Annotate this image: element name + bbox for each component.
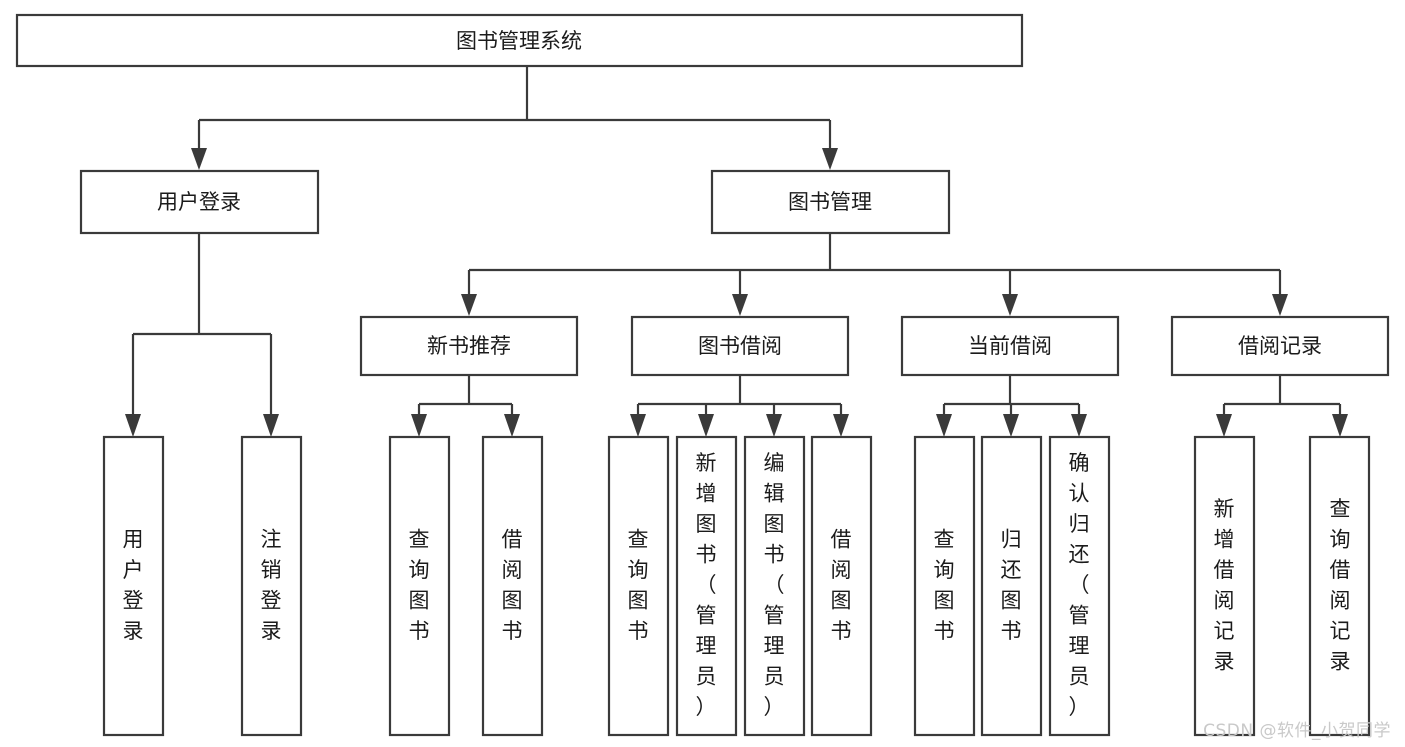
csdn-watermark: CSDN @软件_小贺同学 — [1203, 721, 1391, 741]
node-leaf-borrow-book-1-box[interactable] — [481, 435, 544, 737]
node-leaf-query-book-2[interactable]: 查询图书 — [607, 435, 670, 737]
node-leaf-return-book-label: 归还图书 — [1001, 527, 1022, 643]
arrow-head-leaf-query-book-1 — [411, 414, 427, 437]
node-current-borrow[interactable]: 当前借阅 — [900, 315, 1120, 377]
node-leaf-query-book-3[interactable]: 查询图书 — [913, 435, 976, 737]
node-leaf-return-book[interactable]: 归还图书 — [980, 435, 1043, 737]
node-leaf-borrow-book-2-box[interactable] — [810, 435, 873, 737]
arrow-head-new-book-rec — [461, 294, 477, 316]
arrow-head-leaf-user-login — [125, 414, 141, 437]
node-user-login-label: 用户登录 — [157, 190, 241, 214]
arrow-head-leaf-add-book — [698, 414, 714, 437]
arrow-head-leaf-logout-login — [263, 414, 279, 437]
node-current-borrow-label: 当前借阅 — [968, 334, 1052, 358]
node-new-book-rec-box[interactable] — [359, 315, 579, 377]
node-leaf-query-book-3-label: 查询图书 — [934, 527, 955, 643]
node-leaf-query-record-box[interactable] — [1308, 435, 1371, 737]
node-leaf-user-login[interactable]: 用户登录 — [102, 435, 165, 737]
node-leaf-query-book-3-box[interactable] — [913, 435, 976, 737]
arrow-head-leaf-edit-book — [766, 414, 782, 437]
connector-layer — [125, 66, 1348, 437]
node-leaf-add-book[interactable]: 新增图书（管理员） — [675, 435, 738, 737]
node-leaf-confirm-return[interactable]: 确认归还（管理员） — [1048, 435, 1111, 737]
node-leaf-confirm-return-box[interactable] — [1048, 435, 1111, 737]
node-leaf-add-record-label: 新增借阅记录 — [1214, 497, 1235, 674]
arrow-head-current-borrow — [1002, 294, 1018, 316]
node-book-borrow-box[interactable] — [630, 315, 850, 377]
node-book-borrow[interactable]: 图书借阅 — [630, 315, 850, 377]
arrow-head-book-manage — [822, 148, 838, 170]
node-new-book-rec-label: 新书推荐 — [427, 334, 511, 358]
node-user-login-box[interactable] — [79, 169, 320, 235]
arrow-head-borrow-record — [1272, 294, 1288, 316]
arrow-head-leaf-borrow-book-1 — [504, 414, 520, 437]
arrow-head-leaf-query-book-2 — [630, 414, 646, 437]
node-leaf-add-record-box[interactable] — [1193, 435, 1256, 737]
node-leaf-query-record[interactable]: 查询借阅记录 — [1308, 435, 1371, 737]
node-book-manage-box[interactable] — [710, 169, 951, 235]
node-leaf-logout-login[interactable]: 注销登录 — [240, 435, 303, 737]
node-leaf-query-record-label: 查询借阅记录 — [1330, 497, 1351, 674]
node-leaf-query-book-2-label: 查询图书 — [628, 527, 649, 643]
node-current-borrow-box[interactable] — [900, 315, 1120, 377]
node-book-manage[interactable]: 图书管理 — [710, 169, 951, 235]
node-root[interactable]: 图书管理系统 — [15, 13, 1024, 68]
node-borrow-record-label: 借阅记录 — [1238, 334, 1322, 358]
node-leaf-logout-login-box[interactable] — [240, 435, 303, 737]
node-leaf-add-book-box[interactable] — [675, 435, 738, 737]
node-user-login[interactable]: 用户登录 — [79, 169, 320, 235]
node-book-manage-label: 图书管理 — [788, 190, 872, 214]
node-leaf-borrow-book-1-label: 借阅图书 — [502, 527, 523, 643]
node-leaf-confirm-return-label: 确认归还（管理员） — [1069, 451, 1090, 719]
node-leaf-borrow-book-2[interactable]: 借阅图书 — [810, 435, 873, 737]
node-leaf-user-login-box[interactable] — [102, 435, 165, 737]
arrow-head-leaf-query-book-3 — [936, 414, 952, 437]
node-leaf-add-book-label: 新增图书（管理员） — [696, 451, 717, 719]
node-leaf-query-book-1[interactable]: 查询图书 — [388, 435, 451, 737]
node-leaf-user-login-label: 用户登录 — [123, 527, 144, 643]
node-borrow-record[interactable]: 借阅记录 — [1170, 315, 1390, 377]
node-leaf-borrow-book-2-label: 借阅图书 — [831, 527, 852, 643]
node-leaf-add-record[interactable]: 新增借阅记录 — [1193, 435, 1256, 737]
node-leaf-query-book-1-label: 查询图书 — [409, 527, 430, 643]
node-new-book-rec[interactable]: 新书推荐 — [359, 315, 579, 377]
arrow-head-leaf-add-record — [1216, 414, 1232, 437]
node-leaf-edit-book-label: 编辑图书（管理员） — [764, 451, 785, 719]
node-root-label: 图书管理系统 — [456, 29, 582, 53]
arrow-head-user-login — [191, 148, 207, 170]
node-leaf-borrow-book-1[interactable]: 借阅图书 — [481, 435, 544, 737]
node-leaf-query-book-2-box[interactable] — [607, 435, 670, 737]
node-leaf-logout-login-label: 注销登录 — [261, 527, 282, 643]
arrow-head-leaf-borrow-book-2 — [833, 414, 849, 437]
node-leaf-edit-book[interactable]: 编辑图书（管理员） — [743, 435, 806, 737]
node-borrow-record-box[interactable] — [1170, 315, 1390, 377]
arrow-head-leaf-return-book — [1003, 414, 1019, 437]
node-leaf-return-book-box[interactable] — [980, 435, 1043, 737]
node-leaf-query-book-1-box[interactable] — [388, 435, 451, 737]
arrow-head-leaf-confirm-return — [1071, 414, 1087, 437]
node-leaf-edit-book-box[interactable] — [743, 435, 806, 737]
node-book-borrow-label: 图书借阅 — [698, 334, 782, 358]
arrow-head-leaf-query-record — [1332, 414, 1348, 437]
arrow-head-book-borrow — [732, 294, 748, 316]
node-root-box[interactable] — [15, 13, 1024, 68]
